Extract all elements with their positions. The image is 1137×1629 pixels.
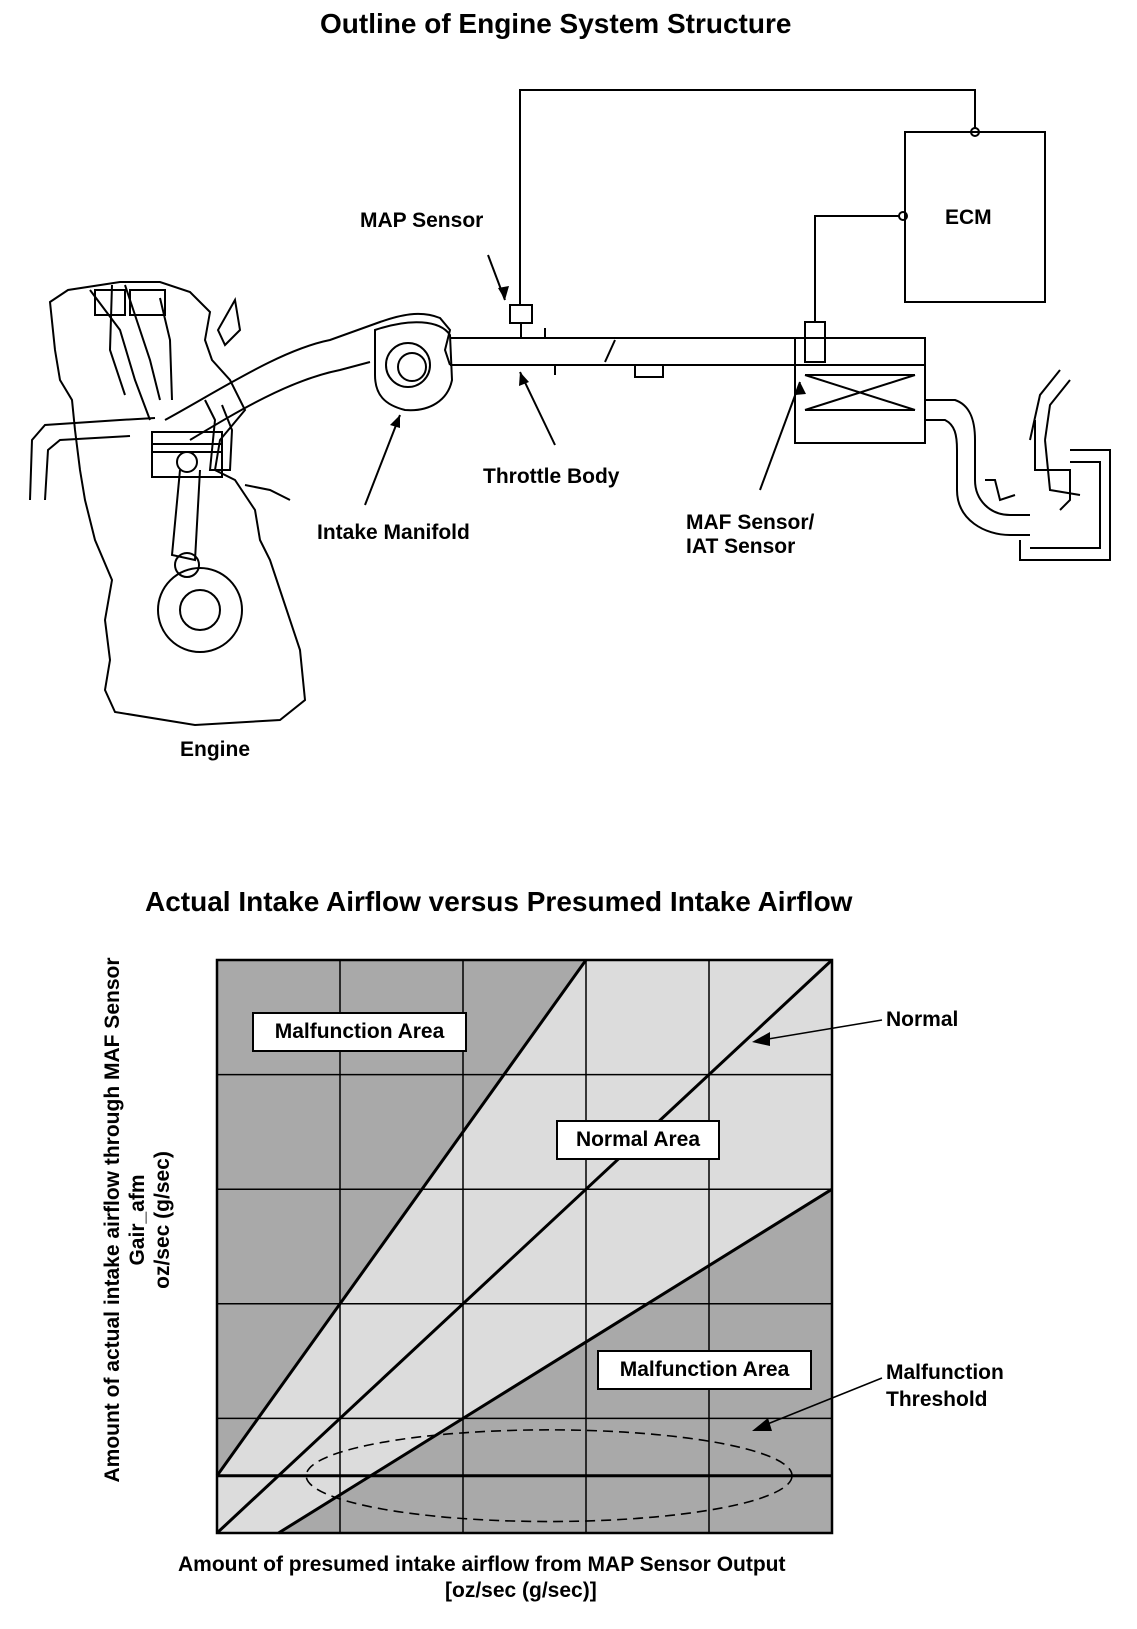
normal-line bbox=[215, 958, 834, 1535]
normal-area-low bbox=[217, 1475, 371, 1533]
x-axis-label-2: [oz/sec (g/sec)] bbox=[445, 1579, 597, 1602]
air-cleaner bbox=[794, 337, 926, 444]
intake-runner bbox=[164, 312, 452, 421]
y-axis-label-1: Amount of actual intake airflow through … bbox=[101, 957, 124, 1483]
plot-frame bbox=[215, 958, 834, 1535]
malfunction-area-lower-label: Malfunction Area bbox=[597, 1350, 812, 1390]
threshold-callout-1: Malfunction bbox=[886, 1361, 1004, 1384]
normal-area-label: Normal Area bbox=[556, 1120, 720, 1160]
y-axis-label: Amount of actual intake airflow through … bbox=[100, 920, 180, 1520]
throttle-body-label: Throttle Body bbox=[483, 465, 620, 488]
engine-label: Engine bbox=[180, 738, 251, 761]
ecm-wire-map bbox=[519, 89, 976, 305]
malfunction-area-upper-label: Malfunction Area bbox=[252, 1012, 467, 1052]
threshold-ellipse bbox=[305, 1429, 793, 1523]
intake-plenum bbox=[374, 321, 454, 412]
maf-sensor-label-2: IAT Sensor bbox=[686, 535, 796, 558]
y-axis-label-2: Gair_afm bbox=[126, 1174, 149, 1266]
engine-block bbox=[48, 281, 307, 727]
intake-manifold-label: Intake Manifold bbox=[317, 521, 470, 544]
normal-callout: Normal bbox=[886, 1008, 959, 1031]
diagram-title: Outline of Engine System Structure bbox=[320, 8, 792, 39]
map-sensor-label: MAP Sensor bbox=[360, 209, 484, 232]
piston bbox=[151, 431, 223, 478]
threshold-callout-2: Threshold bbox=[886, 1388, 988, 1411]
chart-title: Actual Intake Airflow versus Presumed In… bbox=[145, 886, 853, 917]
crank bbox=[157, 567, 243, 653]
maf-sensor bbox=[804, 321, 826, 363]
maf-sensor-label-1: MAF Sensor/ bbox=[686, 511, 815, 534]
threshold-callout-arrowhead bbox=[752, 1418, 772, 1431]
ecm-wire-maf bbox=[814, 215, 903, 322]
normal-callout-arrowhead bbox=[752, 1032, 770, 1046]
y-axis-label-3: oz/sec (g/sec) bbox=[151, 1151, 174, 1289]
ecm-box bbox=[904, 131, 1046, 303]
threshold-callout-arrow bbox=[764, 1377, 883, 1426]
x-axis-label-1: Amount of presumed intake airflow from M… bbox=[178, 1553, 786, 1576]
normal-callout-arrow bbox=[761, 1019, 883, 1041]
ecm-label: ECM bbox=[945, 206, 992, 229]
upper-boundary-line bbox=[215, 959, 588, 1477]
